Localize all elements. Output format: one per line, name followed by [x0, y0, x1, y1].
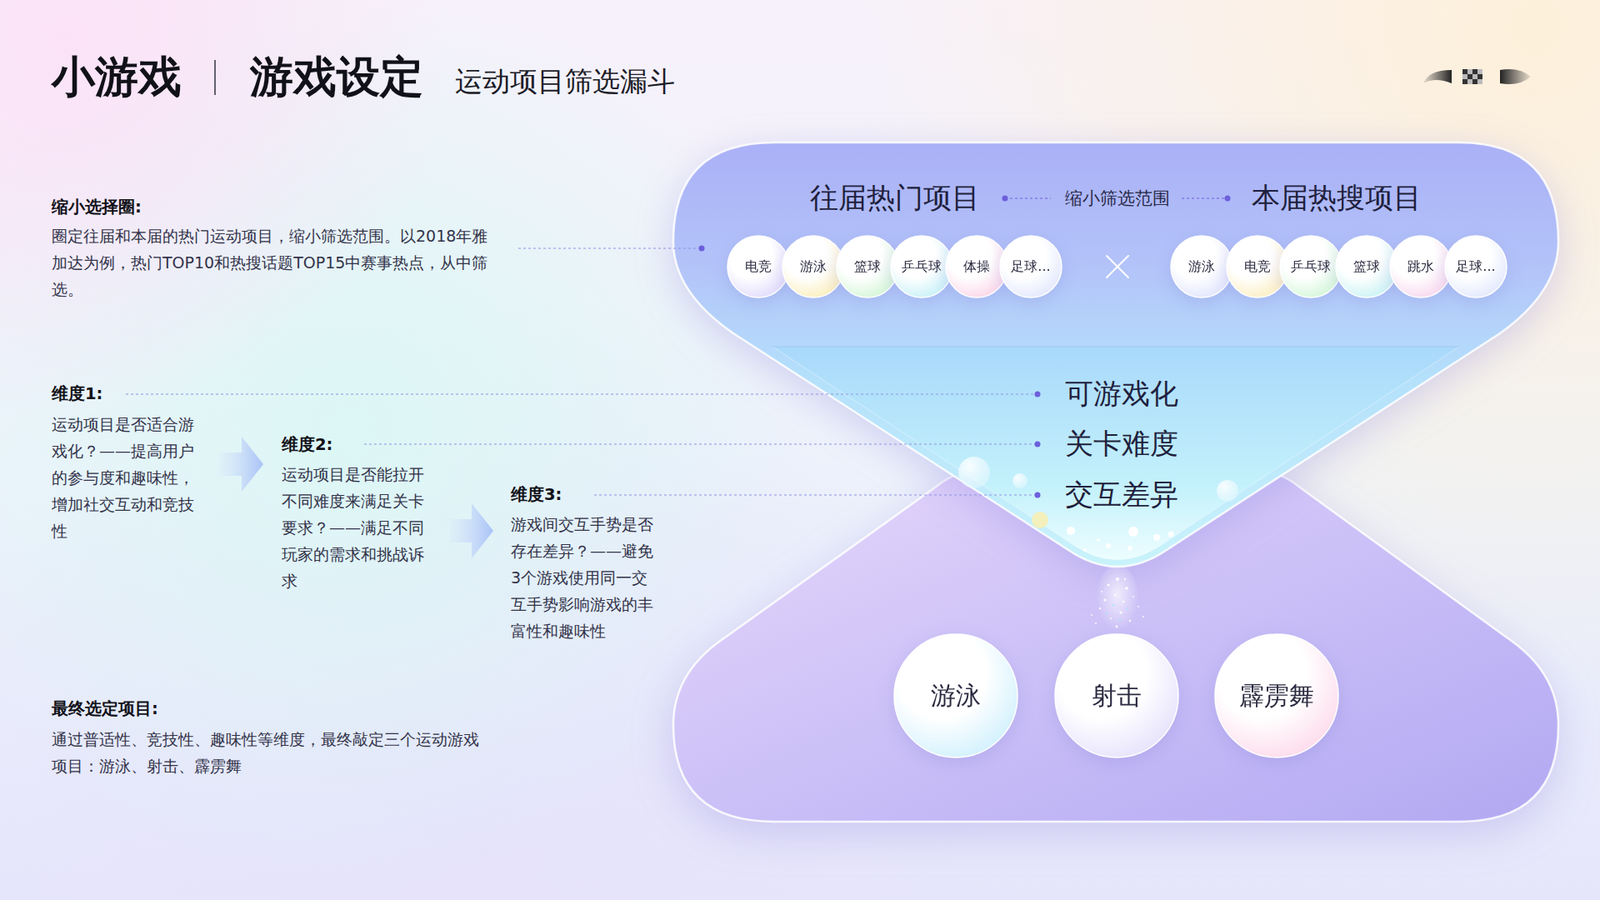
- sport-name: 射击: [1054, 633, 1180, 759]
- subtitle: 运动项目筛选漏斗: [455, 65, 675, 99]
- sport-name: 霹雳舞: [1214, 633, 1340, 759]
- circle-body: [1335, 235, 1398, 298]
- circle-body: [836, 235, 899, 298]
- sport-name: 乒乓球: [1279, 235, 1343, 299]
- circle-body: [1226, 235, 1289, 298]
- sport-bubble: 跳水: [1389, 235, 1453, 299]
- sport-name: 体操: [945, 235, 1009, 299]
- leader-lines: [125, 198, 1228, 495]
- sport-name: 游泳: [893, 633, 1019, 759]
- cross-symbol: [1106, 255, 1129, 278]
- sport-name: 篮球: [835, 235, 900, 299]
- sport-name: 足球...: [1444, 235, 1508, 299]
- note-body: 游戏间交互手势是否存在差异？——避免3个游戏使用同一交互手势影响游戏的丰富性和趣…: [510, 510, 661, 645]
- sport-name: 乒乓球: [890, 235, 954, 299]
- note-heading: 维度3:: [510, 483, 562, 507]
- note-heading: 维度1:: [51, 382, 103, 406]
- title-divider: [214, 60, 216, 95]
- sport-name: 游泳: [781, 235, 845, 299]
- circle-body: [945, 235, 1008, 298]
- circle-body: [727, 235, 790, 298]
- sport-bubble: 篮球: [1335, 235, 1399, 299]
- flow-arrow: [449, 503, 494, 559]
- circle-body: [1000, 235, 1062, 298]
- range-note: 缩小筛选范围: [1065, 186, 1170, 210]
- note-heading: 维度2:: [281, 433, 333, 457]
- sport-bubble: 足球...: [1444, 235, 1508, 299]
- sport-bubble: 足球...: [999, 235, 1063, 299]
- particle-spray: [1090, 577, 1145, 628]
- circle-body: [1055, 634, 1179, 758]
- note-body: 圈定往届和本届的热门运动项目，缩小筛选范围。以2018年雅加达为例，热门TOP1…: [51, 222, 490, 303]
- sport-bubble: 乒乓球: [890, 235, 954, 299]
- final-sport-circle: 霹雳舞: [1214, 633, 1340, 759]
- group-heading: 往届热门项目: [810, 179, 980, 218]
- sport-name: 游泳: [1170, 235, 1234, 299]
- circle-body: [1170, 235, 1233, 298]
- circle-body: [1445, 235, 1507, 298]
- sport-name: 足球...: [999, 235, 1063, 299]
- note-heading: 缩小选择圈:: [51, 195, 142, 220]
- funnel-rim: [772, 345, 1460, 348]
- sport-bubble: 游泳: [781, 235, 845, 299]
- circle-body: [1390, 235, 1452, 298]
- final-sport-circle: 游泳: [893, 633, 1019, 759]
- sport-name: 跳水: [1389, 235, 1453, 299]
- flow-arrow: [219, 436, 264, 492]
- sport-bubble: 电竞: [726, 235, 790, 299]
- circle-body: [782, 235, 845, 298]
- filter-criterion: 可游戏化: [1065, 375, 1179, 414]
- group-heading: 本届热搜项目: [1251, 179, 1422, 218]
- sport-bubble: 乒乓球: [1279, 235, 1343, 299]
- sport-bubble: 游泳: [1170, 235, 1234, 299]
- sport-name: 电竞: [726, 235, 790, 299]
- note-body: 通过普适性、竞技性、趣味性等维度，最终敲定三个运动游戏项目：游泳、射击、霹雳舞: [51, 725, 490, 780]
- leader-dots: [699, 195, 1231, 499]
- final-sport-circle: 射击: [1054, 633, 1180, 759]
- section-title: 游戏设定: [250, 51, 424, 102]
- circle-body: [1280, 235, 1342, 298]
- filter-criterion: 交互差异: [1065, 475, 1179, 515]
- circle-body: [890, 235, 953, 298]
- funnel-body: [673, 142, 1559, 567]
- sport-name: 篮球: [1335, 235, 1399, 299]
- note-body: 运动项目是否适合游戏化？——提高用户的参与度和趣味性，增加社交互动和竞技性: [51, 410, 202, 545]
- sport-bubble: 篮球: [835, 235, 900, 299]
- sport-bubble: 体操: [945, 235, 1009, 299]
- page-title: 小游戏: [51, 51, 182, 102]
- note-body: 运动项目是否能拉开不同难度来满足关卡要求？——满足不同玩家的需求和挑战诉求: [281, 460, 432, 595]
- filter-criterion: 关卡难度: [1065, 425, 1179, 464]
- funnel-top-band: 往届热门项目缩小筛选范围本届热搜项目可游戏化关卡难度交互差异电竞游泳篮球乒乓球体…: [673, 142, 1559, 584]
- circle-body: [894, 634, 1018, 758]
- circle-body: [1215, 634, 1339, 758]
- funnel-inner: [772, 346, 1460, 560]
- funnel-outline: [673, 142, 1559, 584]
- brand-icon: [1423, 69, 1531, 85]
- funnel-bubbles: [958, 456, 1239, 639]
- note-heading: 最终选定项目:: [51, 697, 159, 721]
